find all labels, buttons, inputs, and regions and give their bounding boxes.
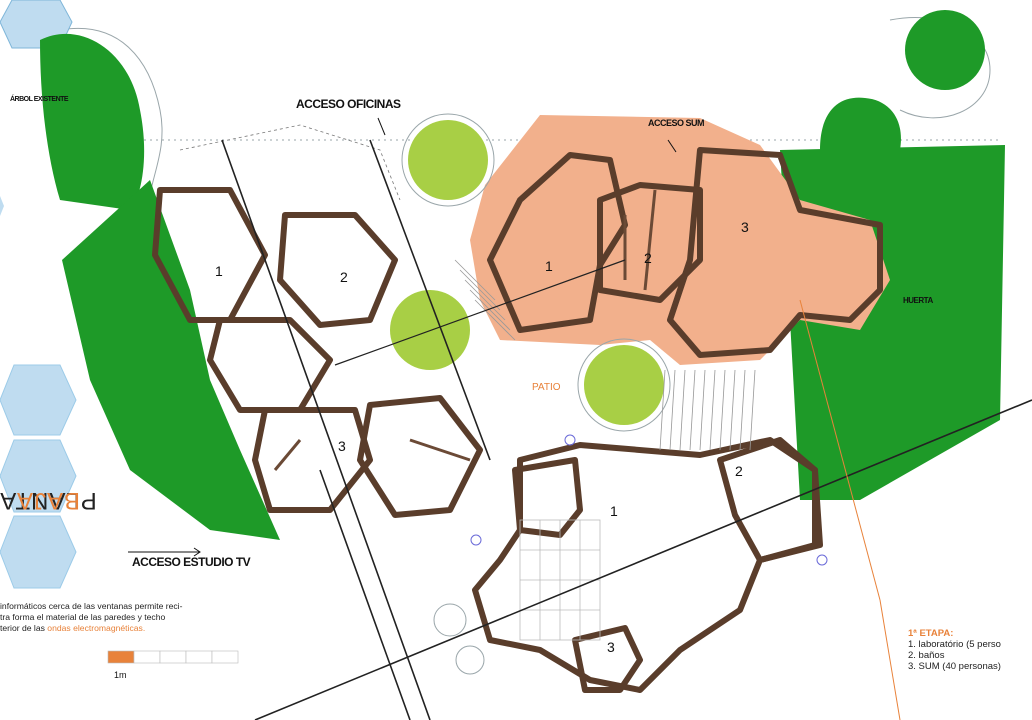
- label-acceso-oficinas: ACCESO OFICINAS: [296, 97, 401, 111]
- north-arrow-icon: [667, 139, 677, 153]
- huerta-zone: [780, 145, 1005, 500]
- room-sum: [472, 437, 823, 693]
- section-line-orange: [879, 599, 901, 720]
- tree-icon: [820, 97, 901, 150]
- wall-segment: [273, 439, 302, 471]
- hexagon-icon: [0, 196, 4, 216]
- baja-word: BAJA: [15, 487, 81, 514]
- existing-tree-area: [40, 33, 145, 210]
- etapa-title: 1ª ETAPA:: [908, 628, 954, 639]
- room-hex-3: [252, 407, 373, 513]
- room-number: 3: [338, 438, 346, 454]
- column-marker: [564, 434, 576, 446]
- label-huerta: HUERTA: [903, 296, 933, 305]
- tree-outline: [401, 113, 495, 207]
- section-line: [334, 259, 626, 366]
- column-marker: [470, 534, 482, 546]
- room-hex-2: [277, 212, 398, 328]
- roof-dash: [179, 124, 401, 201]
- stair-hatch: [454, 259, 756, 451]
- section-line-orange: [799, 299, 881, 601]
- hexagon-icon: [0, 364, 77, 436]
- peach-block: [470, 115, 890, 365]
- note-text: informáticos cerca de las ventanas permi…: [0, 601, 270, 634]
- hexagon-icon: [0, 515, 77, 589]
- tree-icon: [905, 10, 985, 90]
- scale-unit: 1m: [114, 670, 127, 680]
- tree-outline: [433, 603, 467, 637]
- note-line: tra forma el material de las paredes y t…: [0, 612, 166, 622]
- room-hex-3: [667, 147, 883, 358]
- tree-outline: [577, 338, 671, 432]
- column-marker: [816, 554, 828, 566]
- hexagon-icon: [0, 439, 77, 513]
- room-number: 1: [215, 263, 223, 279]
- room-number: 2: [644, 250, 652, 266]
- tree-outline: [455, 645, 485, 675]
- note-line-part: terior de las: [0, 623, 48, 633]
- etapa-legend: 1ª ETAPA: 1. laboratório (5 perso 2. bañ…: [908, 628, 1032, 672]
- label-patio: PATIO: [532, 382, 561, 393]
- room-hex: [512, 457, 583, 538]
- note-line: informáticos cerca de las ventanas permi…: [0, 601, 183, 611]
- room-hex-2: [597, 182, 703, 303]
- note-highlight: ondas electromagnéticas.: [47, 623, 146, 633]
- room-number: 2: [340, 269, 348, 285]
- room-number: 1: [545, 258, 553, 274]
- etapa-item: 3. SUM (40 personas): [908, 661, 1001, 672]
- etapa-item: 2. baños: [908, 650, 945, 661]
- wall-segment: [409, 438, 471, 462]
- grid-hatch: [519, 519, 601, 641]
- section-line: [254, 399, 1032, 720]
- tree-icon: [584, 345, 664, 425]
- room-number: 2: [735, 463, 743, 479]
- section-line: [221, 139, 431, 720]
- room-number: 3: [741, 219, 749, 235]
- room-hex: [357, 395, 483, 518]
- room-hex-3: [572, 625, 643, 693]
- label-arbol-existente: ÁRBOL EXISTENTE: [10, 94, 69, 103]
- tree-icon: [408, 120, 488, 200]
- room-hex-2: [717, 437, 818, 563]
- north-arrow-icon: [377, 117, 386, 136]
- green-zone-left: [62, 180, 280, 540]
- room-hex: [207, 317, 333, 413]
- north-arrow-icon: [128, 547, 201, 557]
- etapa-item: 1. laboratório (5 perso: [908, 639, 1001, 650]
- section-line: [369, 139, 491, 461]
- section-line: [319, 469, 411, 720]
- room-number: 1: [610, 503, 618, 519]
- label-acceso-estudio-tv: ACCESO ESTUDIO TV: [132, 555, 251, 569]
- room-number: 3: [607, 639, 615, 655]
- planta-baja-title: PLANTA BAJA: [0, 420, 97, 580]
- label-acceso-sum: ACCESO SUM: [648, 118, 704, 128]
- scale-bar: [107, 650, 239, 664]
- wall-segment: [643, 189, 657, 291]
- note-line: terior de las ondas electromagnéticas.: [0, 623, 270, 634]
